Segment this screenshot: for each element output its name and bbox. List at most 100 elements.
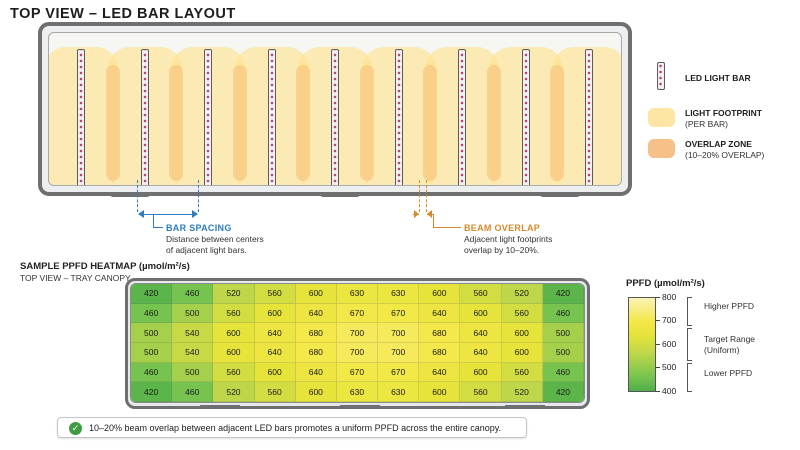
overlap-zone xyxy=(359,65,374,181)
callout-text: 10–20% beam overlap between adjacent LED… xyxy=(89,423,502,433)
colorbar-tick xyxy=(656,391,660,392)
heatmap-cell: 680 xyxy=(419,342,461,363)
heatmap-cell: 600 xyxy=(419,382,461,402)
heatmap-cell: 500 xyxy=(131,342,173,363)
heatmap-cell: 700 xyxy=(378,342,420,363)
heatmap-cell: 640 xyxy=(295,303,337,324)
heatmap-cell: 520 xyxy=(213,382,255,402)
legend-overlap-label: OVERLAP ZONE xyxy=(685,139,752,149)
colorbar-tick-label: 600 xyxy=(662,339,677,349)
heatmap-cell: 600 xyxy=(213,342,255,363)
heatmap-cell: 460 xyxy=(542,362,584,383)
heatmap-cell: 640 xyxy=(419,362,461,383)
heatmap-cell: 560 xyxy=(254,382,296,402)
colorbar-tick xyxy=(656,367,660,368)
heatmap-cell: 600 xyxy=(254,303,296,324)
heatmap-cell: 420 xyxy=(542,382,584,402)
tray-foot-center xyxy=(320,192,360,197)
heatmap-cell: 630 xyxy=(336,284,379,304)
heatmap-cell: 640 xyxy=(254,323,296,343)
heatmap-tray-foot-left xyxy=(200,405,240,409)
bar-spacing-desc-line2: of adjacent light bars. xyxy=(166,245,247,255)
led-light-bar xyxy=(204,49,212,185)
beam-overlap-extension-right xyxy=(426,180,427,212)
ppfd-colorbar xyxy=(628,297,656,392)
heatmap-cell: 640 xyxy=(419,303,461,324)
heatmap-cell: 560 xyxy=(254,284,296,304)
legend-footprint-sub: (PER BAR) xyxy=(685,119,728,129)
heatmap-title: SAMPLE PPFD HEATMAP (µmol/m²/s) xyxy=(20,261,190,272)
beam-overlap-arrow-left-icon xyxy=(414,210,419,218)
heatmap-cell: 630 xyxy=(378,382,420,402)
colorbar-title: PPFD (µmol/m²/s) xyxy=(626,278,705,289)
led-bar-legend-icon xyxy=(657,62,665,90)
legend-led-bar-label: LED LIGHT BAR xyxy=(685,73,751,83)
uniformity-callout: ✓ 10–20% beam overlap between adjacent L… xyxy=(57,417,527,438)
colorbar-tick xyxy=(656,320,660,321)
heatmap-cell: 600 xyxy=(501,323,543,343)
check-circle-icon: ✓ xyxy=(69,422,82,435)
bar-spacing-title: BAR SPACING xyxy=(166,223,232,233)
overlap-zone xyxy=(550,65,565,181)
heatmap-tray-foot-center xyxy=(340,405,380,409)
led-light-bar xyxy=(585,49,593,185)
bar-spacing-extension-right xyxy=(198,180,199,212)
heatmap-cell: 700 xyxy=(378,323,420,343)
overlap-legend-swatch xyxy=(648,139,675,158)
overlap-zone xyxy=(486,65,501,181)
bar-spacing-extension-left xyxy=(137,180,138,212)
bar-spacing-desc-line1: Distance between centers xyxy=(166,234,264,244)
led-light-bar xyxy=(521,49,530,185)
heatmap-cell: 680 xyxy=(295,342,337,363)
beam-overlap-desc-line2: overlap by 10–20%. xyxy=(464,245,540,255)
heatmap-cell: 520 xyxy=(213,284,255,304)
heatmap-cell: 600 xyxy=(460,303,502,324)
heatmap-subtitle: TOP VIEW – TRAY CANOPY xyxy=(20,273,131,283)
heatmap-cell: 600 xyxy=(419,284,461,304)
heatmap-cell: 560 xyxy=(460,284,502,304)
beam-overlap-extension-left xyxy=(419,180,420,212)
footprint-legend-swatch xyxy=(648,108,675,127)
heatmap-cell: 540 xyxy=(172,323,214,343)
higher-ppfd-bracket xyxy=(687,297,692,326)
heatmap-cell: 670 xyxy=(336,303,379,324)
heatmap-cell: 680 xyxy=(295,323,337,343)
heatmap-cell: 460 xyxy=(131,303,173,324)
heatmap-cell: 460 xyxy=(542,303,584,324)
lower-ppfd-note: Lower PPFD xyxy=(704,368,753,378)
page-title: TOP VIEW – LED BAR LAYOUT xyxy=(10,6,236,22)
heatmap-cell: 670 xyxy=(378,303,420,324)
heatmap-cell: 700 xyxy=(336,342,379,363)
heatmap-cell: 500 xyxy=(172,362,214,383)
overlap-zone xyxy=(169,65,184,181)
heatmap-cell: 670 xyxy=(336,362,379,383)
heatmap-cell: 520 xyxy=(501,382,543,402)
colorbar-tick xyxy=(656,344,660,345)
tray-top-view xyxy=(38,22,632,196)
heatmap-cell: 600 xyxy=(213,323,255,343)
heatmap-cell: 640 xyxy=(295,362,337,383)
heatmap-cell: 680 xyxy=(419,323,461,343)
heatmap-cell: 600 xyxy=(501,342,543,363)
beam-overlap-leader xyxy=(433,214,461,228)
beam-overlap-title: BEAM OVERLAP xyxy=(464,223,541,233)
heatmap-cell: 560 xyxy=(501,303,543,324)
heatmap-cell: 460 xyxy=(172,382,214,402)
colorbar-tick xyxy=(656,297,660,298)
higher-ppfd-note: Higher PPFD xyxy=(704,301,755,311)
overlap-zone xyxy=(232,65,247,181)
heatmap-cell: 560 xyxy=(213,362,255,383)
colorbar-tick-label: 400 xyxy=(662,386,677,396)
heatmap-cell: 640 xyxy=(460,342,502,363)
heatmap-cell: 600 xyxy=(295,284,337,304)
heatmap-cell: 630 xyxy=(336,382,379,402)
heatmap-cell: 640 xyxy=(254,342,296,363)
heatmap-cell: 700 xyxy=(336,323,379,343)
heatmap-cell: 500 xyxy=(542,323,584,343)
colorbar-tick-label: 800 xyxy=(662,292,677,302)
overlap-zone xyxy=(296,65,311,181)
heatmap-cell: 600 xyxy=(460,362,502,383)
heatmap-cell: 460 xyxy=(131,362,173,383)
led-light-bar xyxy=(458,49,466,185)
